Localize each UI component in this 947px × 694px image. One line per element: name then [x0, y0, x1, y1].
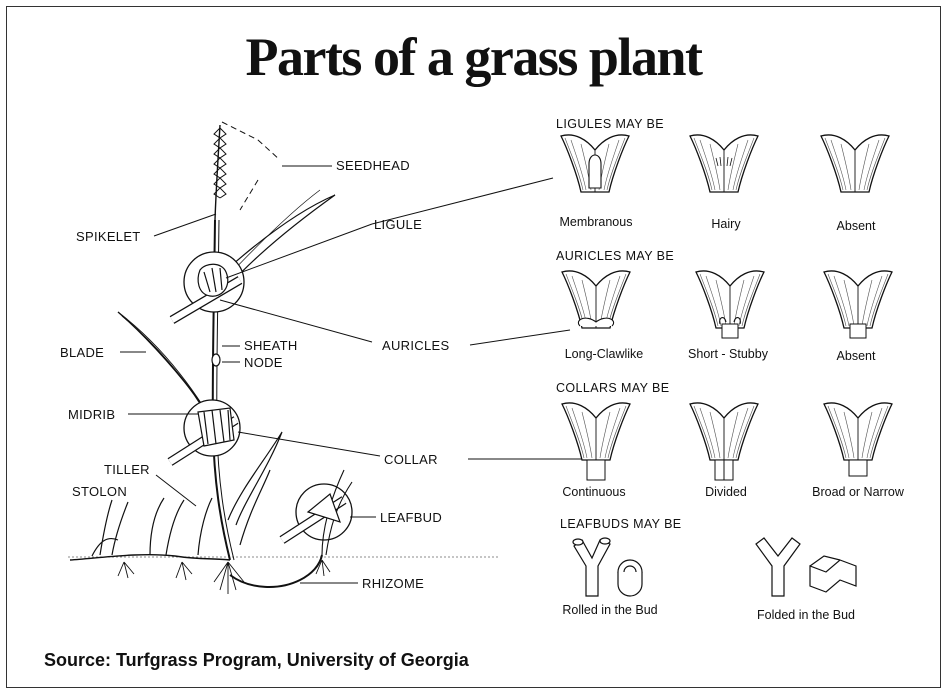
ligules-heading: LIGULES MAY BE	[556, 117, 664, 131]
leafbuds-heading: LEAFBUDS MAY BE	[560, 517, 682, 531]
auricle-caption-long-clawlike: Long-Clawlike	[565, 347, 644, 361]
leafbud-folded-illustration	[756, 538, 856, 596]
label-ligule: LIGULE	[374, 217, 422, 232]
label-rhizome: RHIZOME	[362, 576, 424, 591]
source-credit: Source: Turfgrass Program, University of…	[44, 650, 469, 671]
seedhead-illustration	[214, 122, 280, 220]
ligule-hairy-illustration	[690, 135, 758, 192]
label-node: NODE	[244, 355, 283, 370]
label-sheath: SHEATH	[244, 338, 298, 353]
ligule-absent-illustration	[821, 135, 889, 192]
collars-heading: COLLARS MAY BE	[556, 381, 670, 395]
collar-caption-broad-narrow: Broad or Narrow	[812, 485, 905, 499]
auricle-caption-absent: Absent	[837, 349, 876, 363]
ligule-caption-hairy: Hairy	[711, 217, 741, 231]
ligule-caption-absent: Absent	[837, 219, 876, 233]
label-seedhead: SEEDHEAD	[336, 158, 410, 173]
label-leafbud: LEAFBUD	[380, 510, 442, 525]
label-tiller: TILLER	[104, 462, 150, 477]
label-auricles: AURICLES	[382, 338, 449, 353]
auricle-short-stubby-illustration	[696, 271, 764, 338]
label-blade: BLADE	[60, 345, 104, 360]
plant-labels: SEEDHEAD SPIKELET LIGULE BLADE SHEATH NO…	[60, 158, 449, 591]
collar-caption-divided: Divided	[705, 485, 747, 499]
leafbud-caption-rolled: Rolled in the Bud	[562, 603, 657, 617]
label-midrib: MIDRIB	[68, 407, 115, 422]
ligule-caption-membranous: Membranous	[560, 215, 633, 229]
label-stolon: STOLON	[72, 484, 127, 499]
auricle-long-clawlike-illustration	[562, 271, 630, 328]
label-collar: COLLAR	[384, 452, 438, 467]
auricle-caption-short-stubby: Short - Stubby	[688, 347, 769, 361]
auricle-absent-illustration	[824, 271, 892, 338]
auricles-heading: AURICLES MAY BE	[556, 249, 674, 263]
collar-broad-narrow-illustration	[824, 403, 892, 476]
collar-continuous-illustration	[562, 403, 630, 480]
collar-divided-illustration	[690, 403, 758, 480]
leader-lines	[120, 166, 584, 583]
collar-caption-continuous: Continuous	[562, 485, 625, 499]
label-spikelet: SPIKELET	[76, 229, 141, 244]
leafbud-rolled-illustration	[573, 538, 642, 596]
leafbud-caption-folded: Folded in the Bud	[757, 608, 855, 622]
ligule-membranous-illustration	[561, 135, 629, 192]
